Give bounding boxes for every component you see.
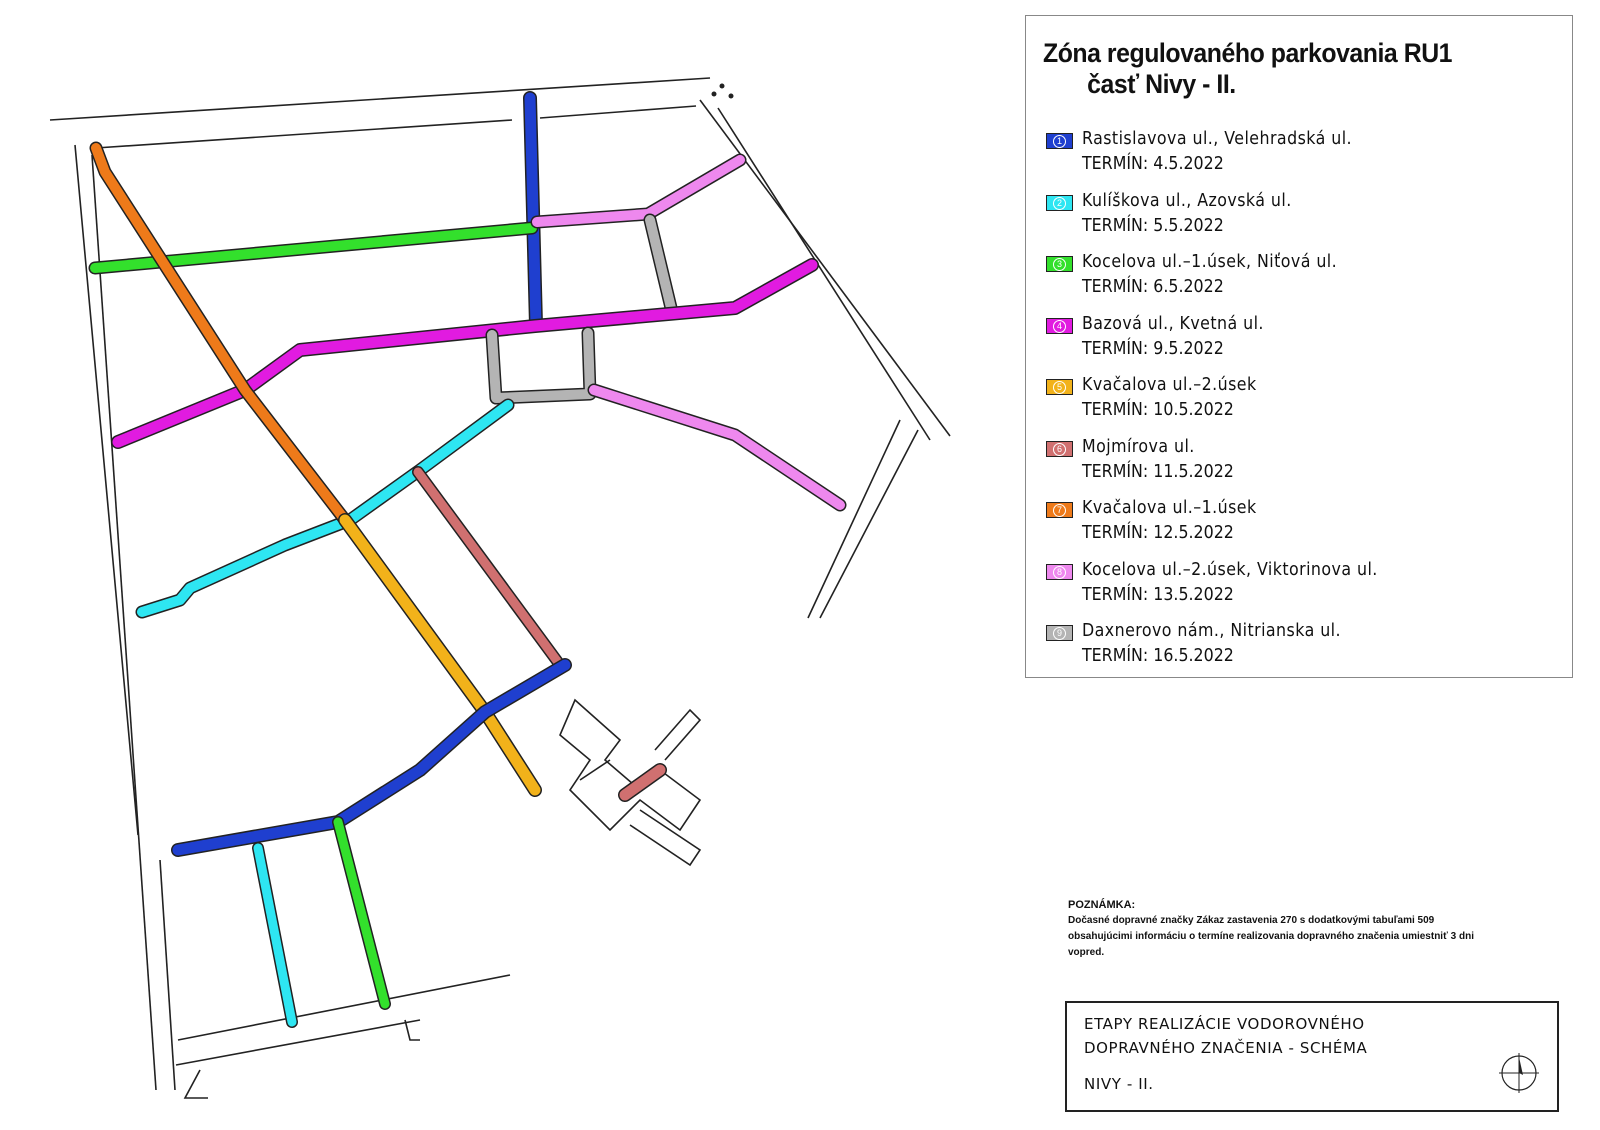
segment-viktorinova: [587, 383, 847, 512]
legend-item-name: Kocelova ul.–1.úsek, Niťová ul.: [1082, 251, 1338, 272]
legend-number: 6: [1053, 442, 1066, 456]
legend-number: 9: [1053, 627, 1066, 640]
title-block-line1: ETAPY REALIZÁCIE VODOROVNÉHO: [1084, 1015, 1365, 1033]
legend-item-name: Bazová ul., Kvetná ul.: [1082, 312, 1264, 334]
legend-swatch: 7: [1046, 502, 1073, 518]
legend-swatch: 8: [1046, 563, 1073, 580]
north-arrow-icon: [1499, 1053, 1539, 1093]
legend-item-name: Kvačalova ul.–2.úsek: [1082, 374, 1257, 395]
north-area-markings: [711, 83, 734, 99]
legend-number: 2: [1053, 196, 1066, 210]
legend-item-name: Kocelova ul.–2.úsek, Viktorinova ul.: [1082, 558, 1378, 580]
note-title: POZNÁMKA:: [1068, 899, 1136, 911]
title-block-line3: NIVY - II.: [1084, 1075, 1154, 1093]
legend-number: 1: [1053, 135, 1066, 148]
legend-item-term: TERMÍN: 6.5.2022: [1082, 276, 1224, 297]
colored-street-segments: [88, 91, 847, 1028]
legend-title: Zóna regulovaného parkovania RU1 časť Ni…: [1043, 38, 1453, 100]
legend-number: 7: [1053, 504, 1066, 517]
legend-title-line1: Zóna regulovaného parkovania RU1: [1043, 38, 1453, 68]
legend-item-term: TERMÍN: 16.5.2022: [1082, 645, 1234, 666]
legend-item-name: Kulíškova ul., Azovská ul.: [1082, 189, 1292, 211]
segment-daxnerovo: [485, 326, 597, 405]
legend-item-term: TERMÍN: 11.5.2022: [1082, 460, 1234, 482]
legend-item-name: Mojmírova ul.: [1082, 435, 1195, 457]
legend-item-term: TERMÍN: 4.5.2022: [1082, 153, 1224, 174]
legend-item-name: Rastislavova ul., Velehradská ul.: [1082, 128, 1353, 149]
legend-item-term: TERMÍN: 9.5.2022: [1082, 337, 1224, 359]
legend-swatch: 2: [1046, 194, 1073, 211]
legend-item-term: TERMÍN: 10.5.2022: [1082, 399, 1234, 420]
legend-item-name: Kvačalova ul.–1.úsek: [1082, 497, 1257, 518]
street-map: [49, 77, 951, 1099]
title-block: ETAPY REALIZÁCIE VODOROVNÉHO DOPRAVNÉHO …: [1065, 1001, 1559, 1112]
legend-number: 4: [1053, 319, 1066, 333]
legend-item-name: Daxnerovo nám., Nitrianska ul.: [1082, 620, 1341, 641]
legend-swatch: 1: [1046, 133, 1073, 149]
legend-box: Zóna regulovaného parkovania RU1 časť Ni…: [1025, 15, 1573, 678]
legend-swatch: 6: [1046, 440, 1073, 457]
legend-item-term: TERMÍN: 13.5.2022: [1082, 583, 1234, 605]
legend-number: 8: [1053, 565, 1066, 579]
legend-number: 3: [1053, 258, 1066, 271]
legend-swatch: 4: [1046, 317, 1073, 334]
note: POZNÁMKA: Dočasné dopravné značky Zákaz …: [1068, 897, 1488, 961]
note-text: Dočasné dopravné značky Zákaz zastavenia…: [1068, 915, 1474, 958]
legend-item-term: TERMÍN: 12.5.2022: [1082, 522, 1234, 543]
legend-swatch: 3: [1046, 256, 1073, 272]
legend-item-term: TERMÍN: 5.5.2022: [1082, 214, 1224, 236]
legend-number: 5: [1053, 381, 1066, 394]
legend-swatch: 9: [1046, 625, 1073, 641]
title-block-line2: DOPRAVNÉHO ZNAČENIA - SCHÉMA: [1084, 1039, 1368, 1057]
legend-swatch: 5: [1046, 379, 1073, 395]
legend-title-line2: časť Nivy - II.: [1087, 69, 1236, 99]
